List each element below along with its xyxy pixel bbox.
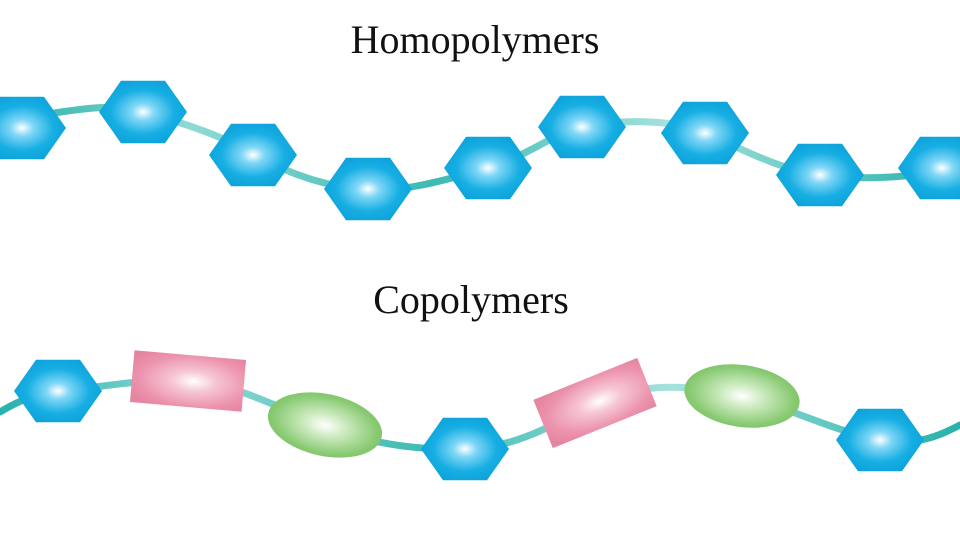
copolymers-title: Copolymers (373, 277, 569, 322)
copolymer-hexagon-monomer (836, 408, 924, 472)
homopolymers-title: Homopolymers (350, 17, 600, 62)
copolymer-rectangle-monomer (533, 357, 657, 449)
homopolymer-hexagon-monomer (444, 136, 532, 200)
copolymer-rectangle-monomer (129, 350, 247, 412)
homopolymer-hexagon-monomer (324, 157, 412, 221)
homopolymer-hexagon-monomer (99, 80, 187, 144)
copolymer-hexagon-monomer (421, 417, 509, 481)
homopolymer-hexagon-monomer (776, 143, 864, 207)
homopolymer-hexagon-monomer (209, 123, 297, 187)
copolymer-ellipse-monomer (684, 364, 800, 428)
homopolymer-hexagon-monomer (538, 95, 626, 159)
copolymer-hexagon-monomer (14, 359, 102, 423)
homopolymer-hexagon-monomer (0, 96, 66, 160)
copolymer-ellipse-monomer (267, 392, 383, 458)
homopolymer-hexagon-monomer (661, 101, 749, 165)
homopolymer-hexagon-monomer (898, 136, 960, 200)
